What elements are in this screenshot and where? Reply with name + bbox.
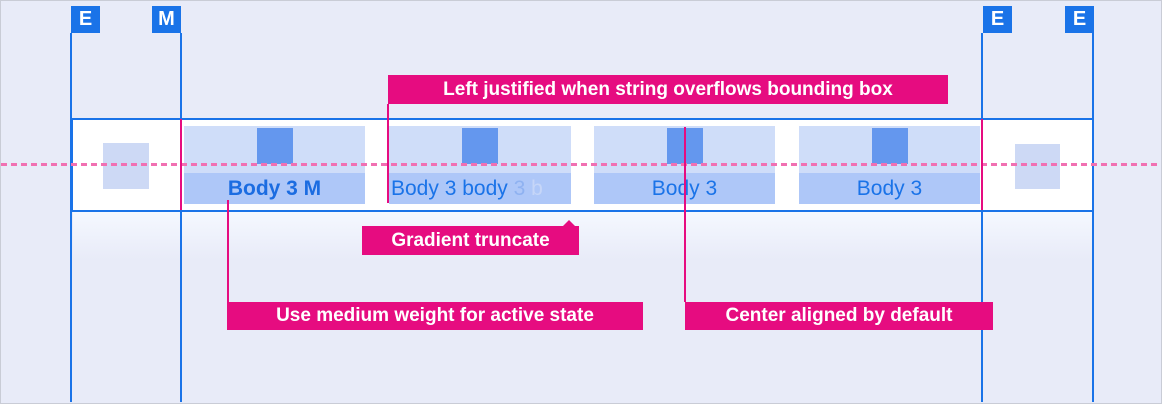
- tab-label: Body 3: [799, 173, 980, 204]
- tab-label-text: Body 3 body: [391, 177, 508, 200]
- spacing-marker-e-right1: E: [983, 6, 1012, 33]
- tab-item-overflow[interactable]: Body 3 body 3 b: [389, 126, 571, 204]
- spacing-marker-e-left: E: [71, 6, 100, 33]
- tab-label-fade-end: b: [525, 177, 543, 200]
- trailing-icon-placeholder: [1015, 144, 1060, 189]
- connector-medium-weight: [227, 200, 229, 303]
- connector-center-aligned: [684, 127, 686, 302]
- tab-icon-placeholder: [871, 128, 908, 164]
- callout-left-justified: Left justified when string overflows bou…: [388, 75, 948, 104]
- guide-line-right-edge: [1092, 33, 1094, 402]
- spacing-marker-m-left: M: [152, 6, 181, 33]
- callout-gradient-truncate: Gradient truncate: [362, 220, 579, 255]
- tab-icon-placeholder: [462, 128, 498, 164]
- center-baseline-dashed-line: [1, 163, 1161, 166]
- guide-line-right-margin: [981, 33, 983, 402]
- leading-icon-placeholder: [103, 143, 149, 189]
- guide-line-left-margin: [180, 33, 182, 402]
- connector-left-justified: [387, 104, 389, 203]
- redline-content-right: [981, 119, 983, 210]
- redline-content-left: [180, 119, 182, 210]
- tab-label-truncated: Body 3 body 3 b: [389, 173, 571, 204]
- spacing-marker-e-right2: E: [1065, 6, 1094, 33]
- tab-label-fade-mid: 3: [507, 177, 526, 200]
- callout-medium-weight: Use medium weight for active state: [227, 302, 643, 330]
- tab-bar-shadow: [73, 212, 1092, 260]
- callout-center-aligned: Center aligned by default: [685, 302, 993, 330]
- caret-up-icon: [562, 220, 576, 227]
- callout-text: Gradient truncate: [391, 229, 550, 251]
- tab-label-active: Body 3 M: [184, 173, 365, 204]
- guide-line-left-edge: [70, 33, 72, 402]
- tab-icon-placeholder: [256, 128, 293, 164]
